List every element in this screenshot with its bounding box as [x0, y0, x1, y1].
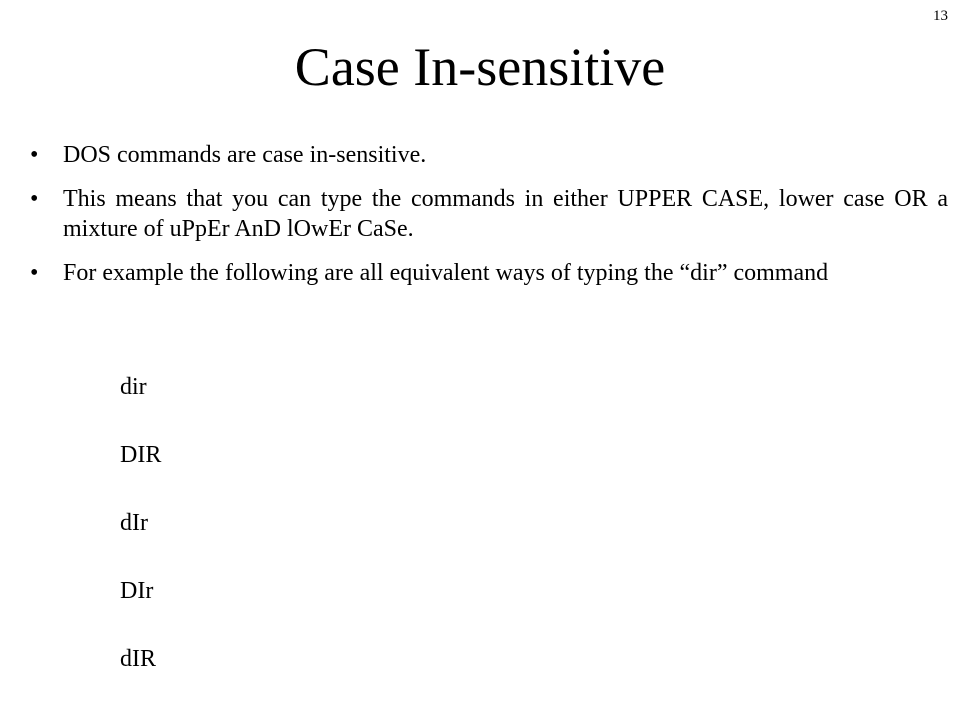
bullet-dot-icon: •: [30, 186, 39, 212]
bullet-list: • DOS commands are case in-sensitive. • …: [30, 140, 948, 302]
bullet-dot-icon: •: [30, 260, 39, 286]
bullet-item: • This means that you can type the comma…: [30, 184, 948, 244]
bullet-dot-icon: •: [30, 142, 39, 168]
slide-number: 13: [933, 8, 948, 24]
command-example: DIr: [120, 578, 154, 604]
command-examples-list: dir DIR dIr DIr dIR: [120, 372, 161, 712]
bullet-item: • DOS commands are case in-sensitive.: [30, 140, 948, 170]
bullet-text: For example the following are all equiva…: [63, 260, 829, 286]
command-example: dIR: [120, 646, 156, 672]
command-example: DIR: [120, 442, 162, 468]
command-example: dir: [120, 374, 147, 400]
command-example: dIr: [120, 510, 148, 536]
bullet-text: This means that you can type the command…: [63, 186, 948, 242]
slide-title: Case In-sensitive: [294, 37, 666, 97]
bullet-text: DOS commands are case in-sensitive.: [63, 142, 427, 168]
bullet-item: • For example the following are all equi…: [30, 258, 948, 288]
